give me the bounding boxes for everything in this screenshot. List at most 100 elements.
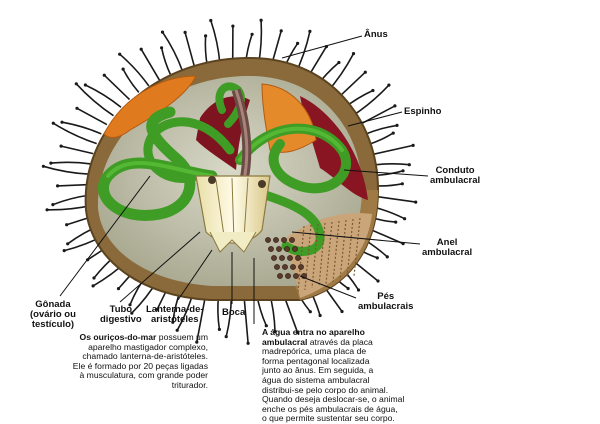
spine xyxy=(244,296,248,344)
spine xyxy=(43,166,89,174)
spine-tip xyxy=(46,208,49,211)
spine xyxy=(141,49,159,80)
spine-tip xyxy=(184,31,187,34)
spine-tip xyxy=(209,19,212,22)
spine-tip xyxy=(117,287,120,290)
spine xyxy=(373,164,409,165)
paragraph-lantern: Os ouriços-do-mar possuem um aparelho ma… xyxy=(58,333,208,391)
tube-foot xyxy=(271,255,276,260)
tube-foot xyxy=(274,264,279,269)
spine-tip xyxy=(386,255,389,258)
spine-tip xyxy=(60,145,63,148)
spine xyxy=(373,196,416,202)
spine-tip xyxy=(260,19,263,22)
spine-tip xyxy=(309,310,312,313)
spine-tip xyxy=(376,279,379,282)
tube-foot xyxy=(298,264,303,269)
spine-tip xyxy=(92,276,95,279)
tube-foot xyxy=(276,246,281,251)
label-tube-feet-line2: ambulacrais xyxy=(358,302,413,312)
spine xyxy=(123,69,139,92)
paragraph-lantern-line6: triturador. xyxy=(58,381,208,391)
spine-tip xyxy=(161,30,164,33)
spine-tip xyxy=(51,203,54,206)
spine-tip xyxy=(92,284,95,287)
spine-tip xyxy=(103,74,106,77)
spine-tip xyxy=(218,328,221,331)
spine-tip xyxy=(251,33,254,36)
spine-tip xyxy=(118,53,121,56)
label-gut-line2: digestivo xyxy=(100,315,142,325)
spine xyxy=(104,75,129,99)
spine-tip xyxy=(42,165,45,168)
tube-foot xyxy=(277,273,282,278)
tube-foot xyxy=(273,237,278,242)
spine-tip xyxy=(296,42,299,45)
tube-foot xyxy=(287,255,292,260)
label-ambulacral-canal: Conduto ambulacral xyxy=(430,166,480,186)
spine-tip xyxy=(49,162,52,165)
spine-tip xyxy=(63,249,66,252)
label-tube-feet: Pés ambulacrais xyxy=(358,292,413,312)
spine-tip xyxy=(231,25,234,28)
spine-tip xyxy=(84,83,87,86)
paragraph-water: A água entra no aparelho ambulacral atra… xyxy=(262,328,404,424)
spine-tip xyxy=(401,169,404,172)
spine xyxy=(53,123,96,143)
spine-tip xyxy=(65,223,68,226)
spine-tip xyxy=(308,30,311,33)
label-lantern: Lanterna-de- aristóteles xyxy=(146,305,204,325)
spine-tip xyxy=(66,242,69,245)
tube-foot xyxy=(295,255,300,260)
spine xyxy=(185,32,195,68)
spine xyxy=(51,162,91,164)
spine-tip xyxy=(392,132,395,135)
tube-foot xyxy=(268,246,273,251)
spine-tip xyxy=(75,82,78,85)
spine-tip xyxy=(403,217,406,220)
spine xyxy=(58,185,90,186)
label-ambulacral-ring: Anel ambulacral xyxy=(422,238,472,258)
paragraph-water-line2-rest: através da placa xyxy=(307,337,372,347)
tube-foot xyxy=(293,273,298,278)
spine-tip xyxy=(75,107,78,110)
spine-tip xyxy=(337,61,340,64)
label-ambulacral-ring-line2: ambulacral xyxy=(422,248,472,258)
spine xyxy=(77,108,107,124)
tube-foot xyxy=(284,246,289,251)
spine-tip xyxy=(414,201,417,204)
tube-foot xyxy=(285,273,290,278)
paragraph-water-line10: o que permite sustentar seu corpo. xyxy=(262,414,404,424)
tube-foot xyxy=(282,264,287,269)
spine xyxy=(205,36,207,66)
sea-urchin-diagram: Ânus Espinho Conduto ambulacral Anel amb… xyxy=(0,0,600,415)
paragraph-lantern-line1-rest: possuem um xyxy=(156,332,208,342)
label-lantern-line2: aristóteles xyxy=(146,315,204,325)
spine-tip xyxy=(56,184,59,187)
tube-foot xyxy=(279,255,284,260)
spine xyxy=(61,146,93,154)
spine-tip xyxy=(412,144,415,147)
spine-tip xyxy=(160,46,163,49)
label-spine: Espinho xyxy=(404,107,441,117)
spine-tip xyxy=(371,89,374,92)
tube-foot xyxy=(265,237,270,242)
spine-tip xyxy=(394,221,397,224)
spine-tip xyxy=(352,52,355,55)
spine-tip xyxy=(140,48,143,51)
label-mouth: Boca xyxy=(222,308,245,318)
spine-tip xyxy=(319,314,322,317)
paragraph-water-bold: ambulacral xyxy=(262,337,307,347)
tube-foot xyxy=(289,237,294,242)
label-anus: Ânus xyxy=(364,30,388,40)
spine-tip xyxy=(364,71,367,74)
spine-tip xyxy=(60,121,63,124)
spine xyxy=(85,85,121,107)
spine-tip xyxy=(52,122,55,125)
label-gut: Tubo digestivo xyxy=(100,305,142,325)
tube-foot xyxy=(292,246,297,251)
spine-tip xyxy=(347,287,350,290)
spine-tip xyxy=(387,84,390,87)
spine xyxy=(368,133,394,145)
spine-tip xyxy=(280,29,283,32)
